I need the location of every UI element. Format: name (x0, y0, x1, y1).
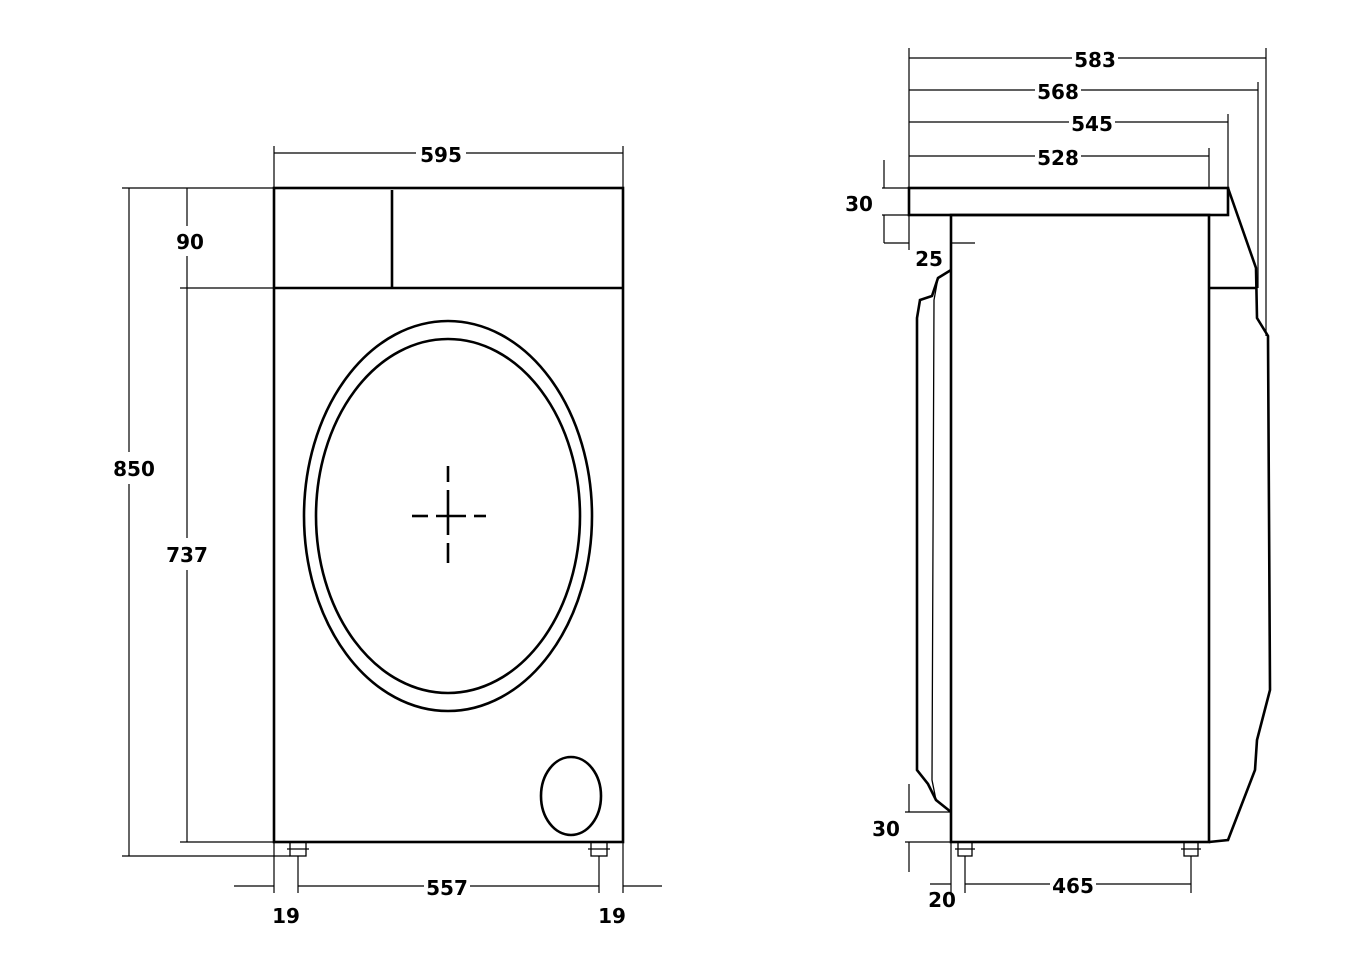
dim-front-feet: 557 19 19 (234, 842, 662, 928)
side-cabinet (949, 213, 1211, 844)
dim-side-top-thickness: 30 (845, 160, 909, 243)
dim-front-width-label: 595 (420, 143, 462, 167)
dim-front-panel-height-label: 90 (176, 230, 204, 254)
front-door-outer-ring (302, 319, 594, 713)
dim-side-bottom-clearance-label: 30 (872, 817, 900, 841)
side-rear-profile (1208, 187, 1272, 844)
front-filter-cover (539, 755, 603, 837)
dim-side-depth-545-label: 545 (1071, 112, 1113, 136)
dim-front-total-height-label: 850 (113, 457, 155, 481)
dim-side-top-overhang-label: 25 (915, 247, 943, 271)
dim-side-depths: 583 568 545 528 (908, 48, 1267, 336)
dim-front-foot-offset-left-label: 19 (272, 904, 300, 928)
dim-side-depth-568-label: 568 (1037, 80, 1079, 104)
dim-side-depth-528-label: 528 (1037, 146, 1079, 170)
dim-side-feet: 465 20 (928, 842, 1192, 912)
dim-side-top-thickness-label: 30 (845, 192, 873, 216)
front-cabinet (272, 186, 625, 844)
dim-side-top-overhang: 25 (884, 215, 975, 271)
dim-front-panel-height: 90 (176, 188, 274, 289)
dim-side-foot-setback-label: 20 (928, 888, 956, 912)
side-door-profile (915, 268, 952, 814)
dim-front-feet-spacing-label: 557 (426, 876, 468, 900)
dim-side-bottom-clearance: 30 (872, 784, 951, 872)
dim-side-depth-overall-label: 583 (1074, 48, 1116, 72)
dim-front-width: 595 (273, 143, 624, 188)
front-door-centre-mark (412, 466, 486, 563)
front-door-inner-ring (314, 337, 582, 695)
front-view: 595 850 90 737 (113, 143, 662, 928)
dim-side-feet-spacing-label: 465 (1052, 874, 1094, 898)
dim-front-body-height-label: 737 (166, 543, 208, 567)
dim-front-body-height: 737 (166, 288, 274, 843)
dim-front-foot-offset-right-label: 19 (598, 904, 626, 928)
side-view: 583 568 545 528 30 (845, 48, 1272, 912)
dim-front-total-height: 850 (113, 187, 290, 857)
side-worktop (907, 186, 1230, 217)
